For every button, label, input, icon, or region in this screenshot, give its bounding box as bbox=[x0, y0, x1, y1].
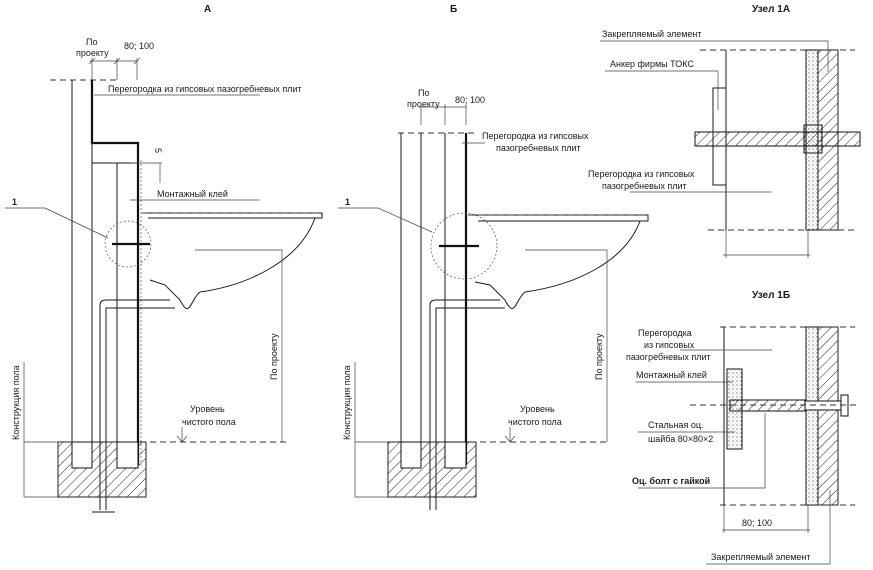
floor-construction-label: Конструкция пола bbox=[11, 365, 21, 440]
sink-outline bbox=[470, 214, 649, 309]
dimension-line bbox=[419, 104, 467, 125]
partition-label: Перегородка из гипсовых пазогребневых пл… bbox=[108, 84, 302, 94]
dim-5: 5 bbox=[153, 148, 163, 153]
floor-pocket bbox=[444, 441, 467, 469]
node-marker: 1 bbox=[345, 197, 350, 207]
partition-outline bbox=[90, 80, 140, 465]
anchor-rod bbox=[694, 131, 861, 147]
height-label: По проекту bbox=[594, 333, 604, 380]
fixed-element-label: Закрепляемый элемент bbox=[602, 29, 702, 39]
partition-label-line1: Перегородка bbox=[638, 328, 692, 338]
node-marker: 1 bbox=[12, 197, 17, 207]
fixed-element-label: Закрепляемый элемент bbox=[711, 552, 811, 562]
wall-element bbox=[817, 326, 839, 506]
node-1-circle bbox=[430, 212, 498, 280]
node-1b: Узел 1Б Перегородка из гипсовых пазогреб… bbox=[626, 290, 860, 565]
dimension-line bbox=[722, 505, 810, 533]
view-a-title: А bbox=[204, 4, 211, 15]
washer-label-line2: шайба 80×80×2 bbox=[648, 434, 713, 444]
dim-by-project-line1: По bbox=[86, 37, 97, 47]
floor-pocket bbox=[400, 441, 422, 469]
node-1b-title: Узел 1Б bbox=[752, 290, 790, 301]
floor-level-line1: Уровень bbox=[190, 404, 225, 414]
floor-pocket bbox=[116, 441, 139, 469]
floor-pocket bbox=[71, 441, 93, 469]
partition-label-line2: пазогребневых плит bbox=[602, 181, 687, 191]
anchor-toggle bbox=[712, 87, 727, 186]
floor-construction-label: Конструкция пола bbox=[342, 365, 352, 440]
sink-outline bbox=[142, 212, 323, 309]
node-1a: Узел 1А Закрепляемый элемент Анкер фирмы… bbox=[588, 4, 861, 258]
dim-by-project-line1: По bbox=[418, 88, 429, 98]
leader-line bbox=[338, 207, 433, 233]
dimension-line bbox=[723, 230, 810, 258]
leader-line bbox=[605, 70, 719, 110]
partition-label-line1: Перегородка из гипсовых bbox=[482, 131, 589, 141]
wall-edges bbox=[400, 133, 446, 465]
height-dim-line bbox=[525, 249, 608, 442]
partition-inner bbox=[91, 143, 138, 465]
adhesive-label: Монтажный клей bbox=[636, 370, 707, 380]
dim-thickness: 80; 100 bbox=[124, 41, 154, 51]
leader-line bbox=[706, 490, 831, 565]
floor-level-line2: чистого пола bbox=[182, 417, 236, 427]
node-1a-title: Узел 1А bbox=[752, 4, 790, 15]
partition-label-line3: пазогребневых плит bbox=[626, 352, 711, 362]
bolt-label: Оц. болт с гайкой bbox=[632, 476, 710, 486]
anchor-plug bbox=[803, 124, 823, 154]
dimension-line bbox=[88, 57, 141, 80]
dim-thickness: 80; 100 bbox=[742, 518, 772, 528]
partition-label-line2: пазогребневых плит bbox=[496, 143, 581, 153]
adhesive-label: Монтажный клей bbox=[157, 189, 228, 199]
plaster-layer bbox=[805, 326, 819, 506]
dim-by-project-line2: проекту bbox=[76, 48, 109, 58]
partition-label-line2: из гипсовых bbox=[644, 340, 695, 350]
floor-level-line2: чистого пола bbox=[508, 417, 562, 427]
floor-dim-line bbox=[354, 362, 388, 498]
floor-dim-line bbox=[23, 362, 58, 498]
washer-label-line1: Стальная оц. bbox=[648, 420, 703, 430]
leader-line bbox=[5, 207, 109, 239]
view-b-title: Б bbox=[450, 4, 457, 15]
partition-label-line1: Перегородка из гипсовых bbox=[588, 169, 695, 179]
dim-by-project-line2: проекту bbox=[407, 99, 440, 109]
level-mark bbox=[504, 427, 516, 443]
leader-line bbox=[638, 413, 766, 489]
dim-5-line bbox=[130, 162, 162, 183]
view-a: А По проекту 80; 100 Перегородка из гипс… bbox=[5, 4, 323, 513]
anchor-label: Анкер фирмы ТОКС bbox=[610, 59, 694, 69]
node-1-circle bbox=[104, 220, 152, 268]
view-b: Б По проекту 80; 100 Перегородка из гипс… bbox=[338, 4, 649, 510]
dim-thickness: 80; 100 bbox=[455, 95, 485, 105]
height-label: По проекту bbox=[269, 333, 279, 380]
height-dim-line bbox=[195, 249, 283, 442]
level-mark bbox=[176, 427, 188, 443]
floor-level-line1: Уровень bbox=[520, 404, 555, 414]
